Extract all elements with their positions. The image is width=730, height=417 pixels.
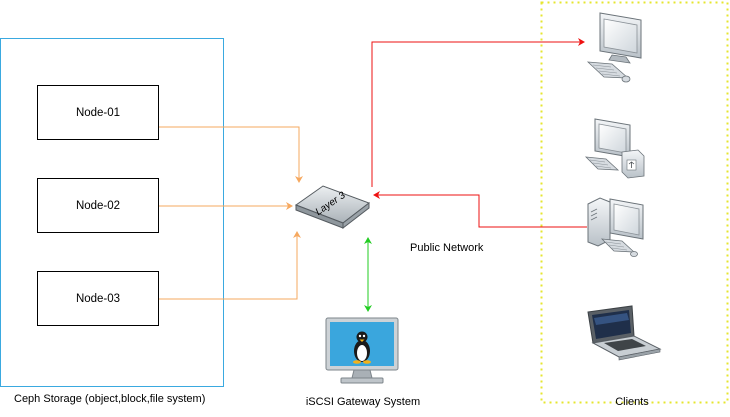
- storage-node-3[interactable]: Node-03: [37, 271, 159, 326]
- monitor-screen: [603, 18, 638, 54]
- mouse: [630, 251, 638, 257]
- node-label: Node-02: [76, 200, 120, 212]
- clients-group-box: [540, 1, 729, 404]
- monitor-base: [340, 377, 384, 384]
- storage-caption: Ceph Storage (object,block,file system): [14, 393, 205, 405]
- client-desktop-1-icon[interactable]: [586, 12, 642, 83]
- laptop-keyboard: [604, 339, 646, 351]
- keyboard: [600, 238, 636, 253]
- node-label: Node-03: [76, 293, 120, 305]
- keyboard: [584, 156, 620, 171]
- client-desktop-2-icon[interactable]: [584, 118, 645, 179]
- node-1-link: [159, 126, 303, 183]
- clients-caption: Clients: [615, 396, 649, 408]
- node-3-link: [159, 231, 301, 300]
- storage-node-1[interactable]: Node-01: [37, 85, 159, 140]
- client-uplink-arrow: [371, 38, 585, 187]
- switch-front: [342, 201, 370, 230]
- layer3-switch[interactable]: Layer 3: [294, 185, 371, 230]
- monitor-stand: [351, 369, 373, 379]
- linux-penguin-icon: [353, 331, 371, 364]
- monitor-stand: [608, 54, 631, 64]
- node-box: [37, 271, 159, 326]
- storage-node-2[interactable]: Node-02: [37, 178, 159, 233]
- mouse: [621, 75, 631, 83]
- monitor-screen: [613, 203, 640, 236]
- iscsi-gateway-monitor-icon[interactable]: [325, 317, 399, 384]
- node-box: [37, 85, 159, 140]
- node-box: [37, 178, 159, 233]
- client-downlink-arrow: [373, 191, 587, 228]
- storage-group-box: [0, 38, 224, 387]
- public-network-label: Public Network: [410, 242, 484, 254]
- monitor-screen: [598, 123, 627, 154]
- node-label: Node-01: [76, 107, 120, 119]
- tower-case: [587, 197, 611, 247]
- laptop-edge: [618, 348, 661, 361]
- gateway-caption: iSCSI Gateway System: [306, 396, 420, 408]
- client-laptop-4-icon[interactable]: [587, 305, 662, 361]
- client-tower-3-icon[interactable]: [587, 197, 644, 257]
- keyboard: [586, 61, 630, 79]
